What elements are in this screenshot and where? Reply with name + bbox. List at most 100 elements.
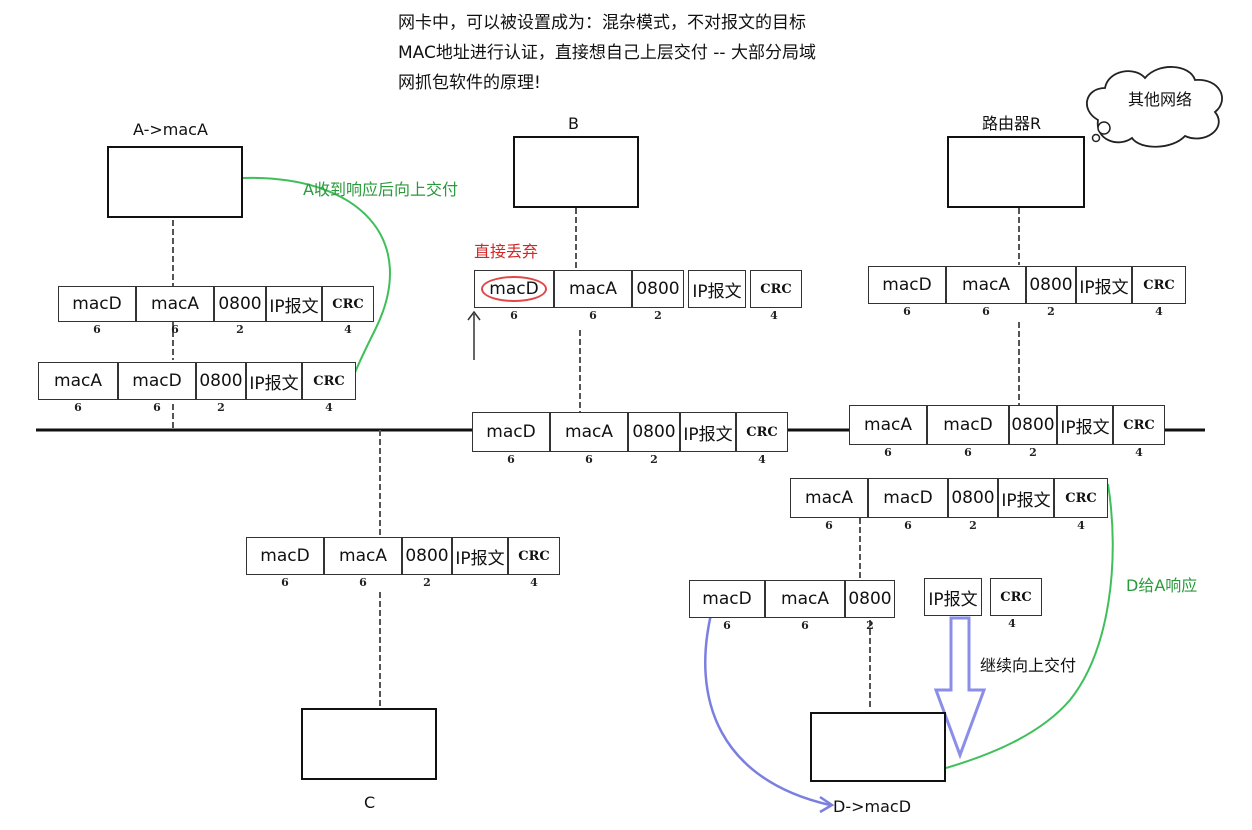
router-box [947, 136, 1085, 208]
size-ip [452, 576, 508, 589]
size-dst: 6 [510, 309, 518, 322]
frame-crc: CRC [322, 286, 374, 322]
frame-src-mac: macA [946, 266, 1026, 304]
host-b-box [513, 136, 639, 208]
size-crc: 4 [758, 453, 766, 466]
frame-dst-mac: macD [472, 412, 550, 452]
size-ip [680, 453, 736, 466]
size-ip [1057, 446, 1113, 459]
size-src: 6 [982, 305, 990, 318]
size-type: 2 [969, 519, 977, 532]
frame-type: 0800 [845, 580, 895, 618]
frame-ip-payload: IP报文 [924, 578, 982, 616]
size-dst: 6 [825, 519, 833, 532]
frame-field-sizes: 6 6 2 4 [246, 576, 560, 589]
size-crc: 4 [344, 323, 352, 336]
frame-bus-response: macA macD 0800 IP报文 CRC 6 6 2 4 [849, 405, 1165, 459]
size-crc: 4 [530, 576, 538, 589]
frame-src-mac: macA [765, 580, 845, 618]
frame-type: 0800 [196, 362, 246, 400]
frame-field-sizes: 6 6 2 [689, 619, 895, 632]
frame-field-sizes: 6 6 2 4 [58, 323, 374, 336]
frame-dst-mac: macD [868, 266, 946, 304]
size-dst: 6 [903, 305, 911, 318]
size-src: 6 [359, 576, 367, 589]
size-crc: 4 [1155, 305, 1163, 318]
host-c-box [301, 708, 437, 780]
frame-type: 0800 [628, 412, 680, 452]
size-type: 2 [650, 453, 658, 466]
frame-ip-payload: IP报文 [688, 270, 746, 308]
size-dst: 6 [93, 323, 101, 336]
frame-crc: CRC [508, 537, 560, 575]
frame-field-sizes: 6 6 2 4 [474, 309, 802, 322]
size-src: 6 [904, 519, 912, 532]
size-ip [246, 401, 302, 414]
cloud-puff-small [1091, 133, 1101, 143]
size-dst: 6 [74, 401, 82, 414]
host-links [172, 208, 1020, 710]
cloud-shape [1086, 66, 1223, 148]
d-deliver-arrowhead [819, 795, 835, 814]
size-src: 6 [153, 401, 161, 414]
frame-field-sizes: 6 6 2 4 [790, 519, 1108, 532]
frame-b-dropped: macD macA 0800 IP报文 CRC 6 6 2 4 [474, 270, 802, 322]
frame-crc: CRC [990, 578, 1042, 616]
frame-crc: CRC [302, 362, 356, 400]
frame-d-header: macD macA 0800 6 6 2 [689, 580, 895, 632]
note-line-1: 网卡中，可以被设置成为：混杂模式，不对报文的目标 [398, 13, 806, 33]
size-src: 6 [589, 309, 597, 322]
frame-field-sizes: 6 6 2 4 [472, 453, 788, 466]
note-line-2: MAC地址进行认证，直接想自己上层交付 -- 大部分局域 [398, 43, 816, 63]
size-src: 6 [964, 446, 972, 459]
frame-dst-mac: macA [38, 362, 118, 400]
frame-c-request: macD macA 0800 IP报文 CRC 6 6 2 4 [246, 537, 560, 589]
frame-dst-mac: macD [689, 580, 765, 618]
frame-ip-payload: IP报文 [680, 412, 736, 452]
host-d-box [810, 712, 946, 782]
frame-type: 0800 [214, 286, 266, 322]
host-b-label: B [568, 114, 579, 133]
frame-field-sizes: 6 6 2 4 [868, 305, 1186, 318]
a-receive-curve [242, 176, 391, 381]
size-type: 2 [217, 401, 225, 414]
frame-field-sizes: 6 6 2 4 [849, 446, 1165, 459]
dst-mac-circled: macD [481, 276, 547, 302]
frame-dst-mac: macA [790, 478, 868, 518]
frame-src-mac: macA [324, 537, 402, 575]
frame-a-request: macD macA 0800 IP报文 CRC 6 6 2 4 [58, 286, 374, 336]
frame-crc: CRC [1054, 478, 1108, 518]
size-ip [924, 617, 982, 630]
promiscuous-mode-note: 网卡中，可以被设置成为：混杂模式，不对报文的目标 MAC地址进行认证，直接想自己… [398, 8, 878, 98]
frame-type: 0800 [632, 270, 684, 308]
host-a-box [107, 146, 243, 218]
size-type: 2 [1047, 305, 1055, 318]
host-c-label: C [364, 793, 376, 812]
d-response-annotation: D给A响应 [1126, 576, 1198, 595]
d-response-curve [945, 483, 1114, 769]
size-type: 2 [423, 576, 431, 589]
size-src: 6 [171, 323, 179, 336]
continue-up-annotation: 继续向上交付 [980, 656, 1077, 675]
frame-ip-payload: IP报文 [246, 362, 302, 400]
frame-router-request: macD macA 0800 IP报文 CRC 6 6 2 4 [868, 266, 1186, 318]
frame-bus-request: macD macA 0800 IP报文 CRC 6 6 2 4 [472, 412, 788, 466]
frame-crc: CRC [750, 270, 802, 308]
size-type: 2 [236, 323, 244, 336]
size-ip [1076, 305, 1132, 318]
router-label: 路由器R [982, 114, 1042, 133]
frame-ip-payload: IP报文 [266, 286, 322, 322]
continue-up-arrow [933, 616, 987, 760]
frame-type: 0800 [1009, 405, 1057, 445]
d-deliver-curve [704, 609, 831, 807]
host-a-label: A->macA [133, 120, 208, 139]
frame-field-sizes: 4 [924, 617, 1042, 630]
size-dst: 6 [723, 619, 731, 632]
frame-dst-mac: macD [474, 270, 554, 308]
frame-dst-mac: macD [246, 537, 324, 575]
size-type: 2 [866, 619, 874, 632]
frame-a-response: macA macD 0800 IP报文 CRC 6 6 2 4 [38, 362, 356, 414]
size-crc: 4 [1135, 446, 1143, 459]
frame-crc: CRC [1132, 266, 1186, 304]
